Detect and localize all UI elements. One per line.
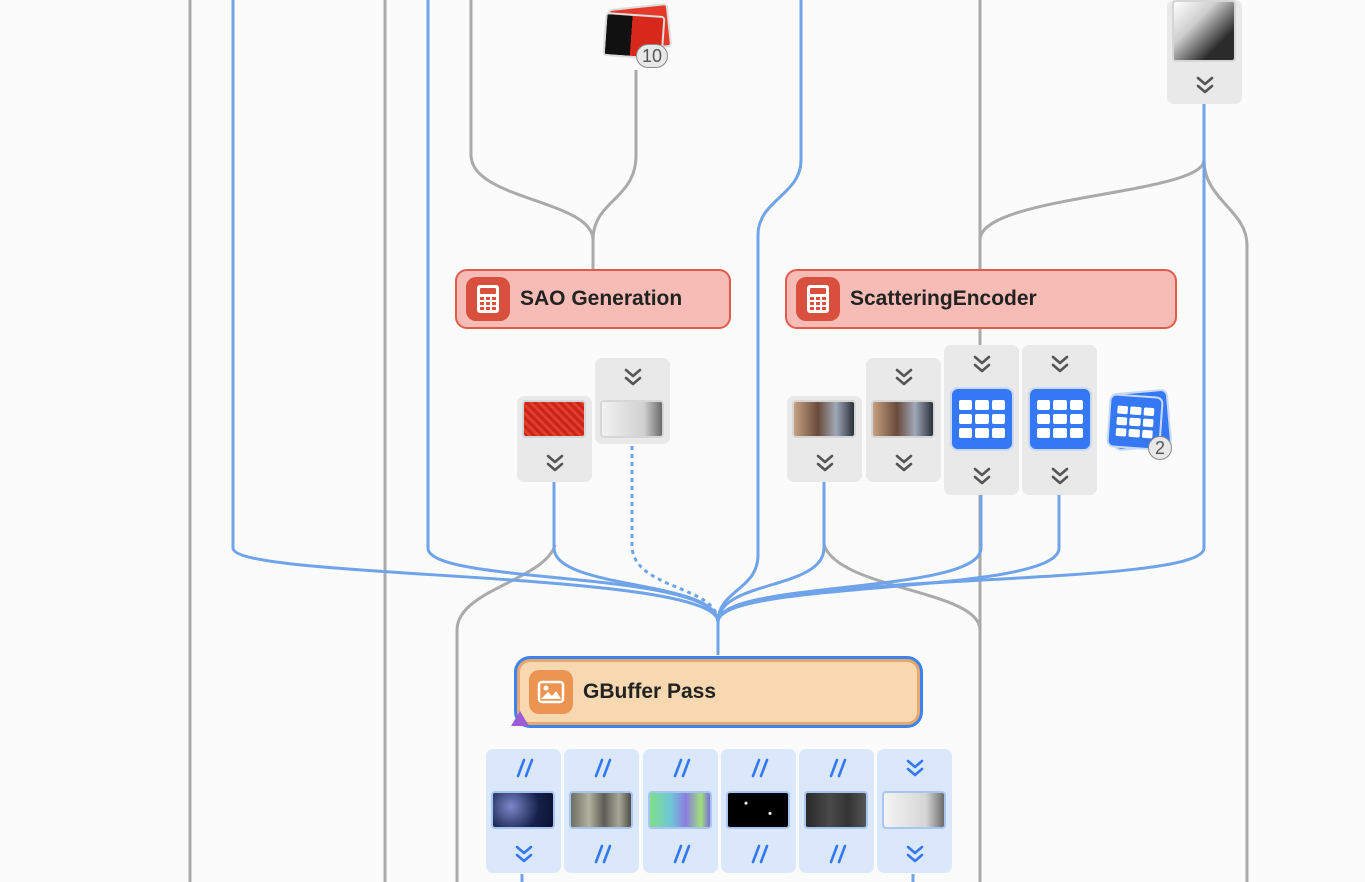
texture-tile[interactable] [866,358,941,482]
calculator-icon [796,277,840,321]
double-slash-icon [822,841,852,867]
dependency-edge [822,544,982,631]
double-chevron-down-icon [509,841,539,867]
double-slash-icon [587,755,617,781]
roughness-attachment-thumbnail [804,791,868,829]
texture-tile[interactable] [787,396,862,482]
resource-edge [716,482,826,623]
dependency-edge [978,159,1206,270]
attachment-tile[interactable] [721,749,796,873]
dependency-edge [1202,159,1249,882]
grid-buffer-icon [1106,393,1164,451]
double-slash-icon [822,755,852,781]
emissive-attachment-thumbnail [726,791,790,829]
double-slash-icon [587,841,617,867]
normal-attachment-thumbnail [648,791,712,829]
double-slash-icon [744,755,774,781]
double-chevron-down-icon [889,450,919,476]
dependency-edge [469,0,595,270]
attachment-tile[interactable] [643,749,718,873]
pass-label: ScatteringEncoder [850,287,1037,310]
depth-texture-thumbnail [600,400,664,438]
pass-label: SAO Generation [520,287,683,310]
buffer-stack[interactable] [1106,388,1173,452]
double-slash-icon [666,841,696,867]
attachment-tile[interactable] [564,749,639,873]
double-chevron-down-icon [1045,463,1075,489]
double-chevron-down-icon [810,450,840,476]
blurred-texture-thumbnail [871,400,935,438]
texture-count-badge: 10 [636,44,669,68]
double-chevron-down-icon [967,463,997,489]
texture-tile[interactable] [1167,0,1242,104]
double-slash-icon [666,755,696,781]
double-chevron-down-icon [900,841,930,867]
depth-attachment-thumbnail [882,791,946,829]
texture-tile[interactable] [517,396,592,482]
buffer-tile[interactable] [1022,345,1097,495]
depth-texture-thumbnail [1172,0,1236,62]
pass-label: GBuffer Pass [583,680,717,703]
double-chevron-down-icon [900,755,930,781]
resource-edge-dashed [630,446,720,623]
calculator-icon [466,277,510,321]
resource-edge [552,480,720,623]
attachment-tile[interactable] [877,749,952,873]
resource-edge [716,0,803,623]
double-chevron-down-icon [540,450,570,476]
resource-edge [231,0,720,623]
albedo-attachment-thumbnail [569,791,633,829]
resource-edge [716,492,1061,623]
sao-generation-pass[interactable]: SAO Generation [455,269,731,329]
double-slash-icon [744,841,774,867]
double-chevron-down-icon [889,364,919,390]
grid-buffer-icon [949,387,1014,451]
texture-tile[interactable] [595,358,670,444]
double-chevron-down-icon [1045,351,1075,377]
scattering-encoder-pass[interactable]: ScatteringEncoder [785,269,1177,329]
gbuffer-pass[interactable]: GBuffer Pass [517,659,920,725]
buffer-tile[interactable] [944,345,1019,495]
resource-edge [716,104,1206,623]
attachment-tile[interactable] [799,749,874,873]
sao-texture-thumbnail [522,400,586,438]
blurred-texture-thumbnail [792,400,856,438]
image-icon [529,670,573,714]
dependency-edge [591,70,638,241]
double-chevron-down-icon [618,364,648,390]
double-slash-icon [509,755,539,781]
double-chevron-down-icon [967,351,997,377]
dependency-edge [455,544,557,882]
purple-triangle-icon [511,711,529,726]
double-chevron-down-icon [1190,72,1220,98]
grid-buffer-icon [1027,387,1092,451]
color-attachment-thumbnail [491,791,555,829]
attachment-tile[interactable] [486,749,561,873]
buffer-count-badge: 2 [1148,436,1172,460]
